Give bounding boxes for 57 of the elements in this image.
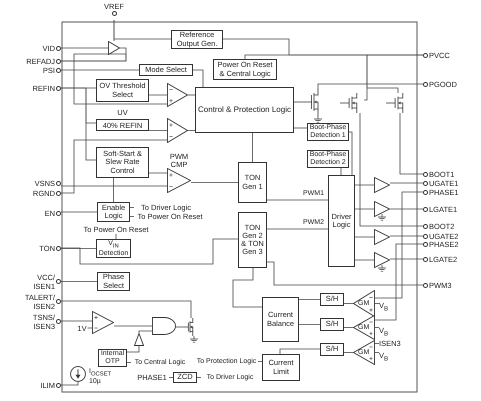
function-block: Control & Protection Logic [195,87,294,133]
connector [400,112,424,174]
connector [60,300,192,318]
connector [168,377,174,378]
connector [364,54,424,100]
connector [344,327,354,328]
connector [374,303,380,304]
connector [138,330,152,334]
connector [196,377,202,378]
connector [348,132,352,176]
connector [148,130,168,131]
connector [60,320,92,322]
connector [344,303,354,304]
connector [298,324,320,325]
connector [344,352,354,353]
connector [126,346,140,352]
connector [252,132,253,162]
connector [298,299,320,300]
connector [148,94,168,96]
connector [130,207,134,208]
connector [130,216,134,217]
connector [126,362,132,363]
connector [60,54,168,104]
connector [190,182,238,183]
connector [266,228,328,230]
connector [390,258,424,260]
connector [192,70,204,88]
connector [113,178,114,202]
connector [354,208,374,210]
connector [374,192,424,298]
connector [60,248,96,249]
connector [188,130,196,131]
connector [258,361,262,362]
connector [354,236,374,238]
connector [354,184,374,186]
connector [88,328,92,329]
connector [374,352,380,353]
connector [60,140,168,194]
connector [60,238,238,264]
connector [232,268,262,308]
connector [60,382,78,386]
connector [266,262,424,286]
connector [176,326,184,328]
connector [374,343,380,344]
connector [318,84,424,88]
connector [60,281,98,282]
connector [374,327,380,328]
connector [340,168,342,176]
connector [390,182,424,184]
connector [360,112,424,226]
connector [280,348,320,354]
connector [390,208,424,210]
connector [148,172,168,174]
connector [374,244,424,320]
connector [60,88,96,160]
connector [188,94,196,96]
connector [114,20,172,40]
